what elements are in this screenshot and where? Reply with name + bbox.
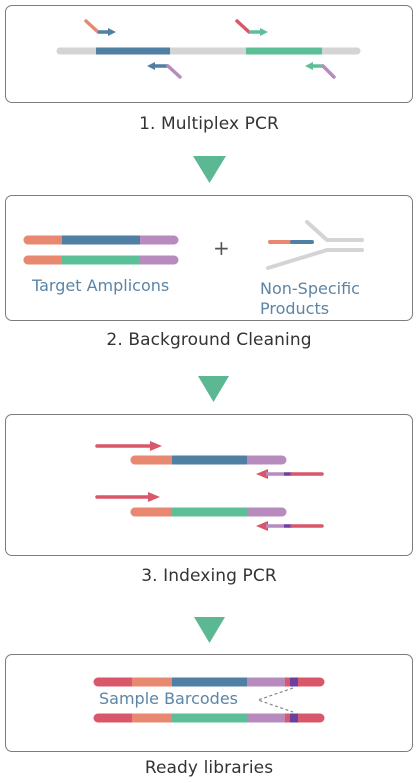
index-primer-forward-2 bbox=[95, 492, 160, 502]
barcode-pointer-lines bbox=[256, 687, 294, 713]
non-specific-products-label-line2: Products bbox=[260, 299, 330, 318]
index-primer-reverse-1 bbox=[256, 469, 324, 479]
target-amplicons-label: Target Amplicons bbox=[32, 276, 170, 295]
plus-sign: + bbox=[213, 236, 230, 260]
down-arrow-2 bbox=[198, 376, 229, 402]
panel-ready-libraries bbox=[5, 654, 413, 752]
sample-barcodes-label: Sample Barcodes bbox=[99, 689, 239, 708]
reverse-primer-2 bbox=[305, 62, 336, 79]
step-1-caption: 1. Multiplex PCR bbox=[139, 114, 279, 134]
panel-indexing-pcr bbox=[5, 414, 413, 556]
step-4-caption: Ready libraries bbox=[144, 758, 274, 778]
forward-primer-2 bbox=[235, 19, 268, 36]
index-primer-reverse-2 bbox=[256, 521, 324, 531]
non-specific-product bbox=[266, 220, 364, 270]
reverse-primer-1 bbox=[147, 62, 182, 79]
forward-primer-1 bbox=[84, 19, 116, 36]
step-2-caption: 2. Background Cleaning bbox=[106, 330, 312, 350]
step-3-caption: 3. Indexing PCR bbox=[141, 566, 277, 586]
non-specific-products-label-line1: Non-Specific bbox=[260, 279, 360, 298]
index-primer-forward-1 bbox=[95, 441, 162, 451]
down-arrow-1 bbox=[193, 156, 226, 183]
down-arrow-3 bbox=[194, 617, 225, 643]
